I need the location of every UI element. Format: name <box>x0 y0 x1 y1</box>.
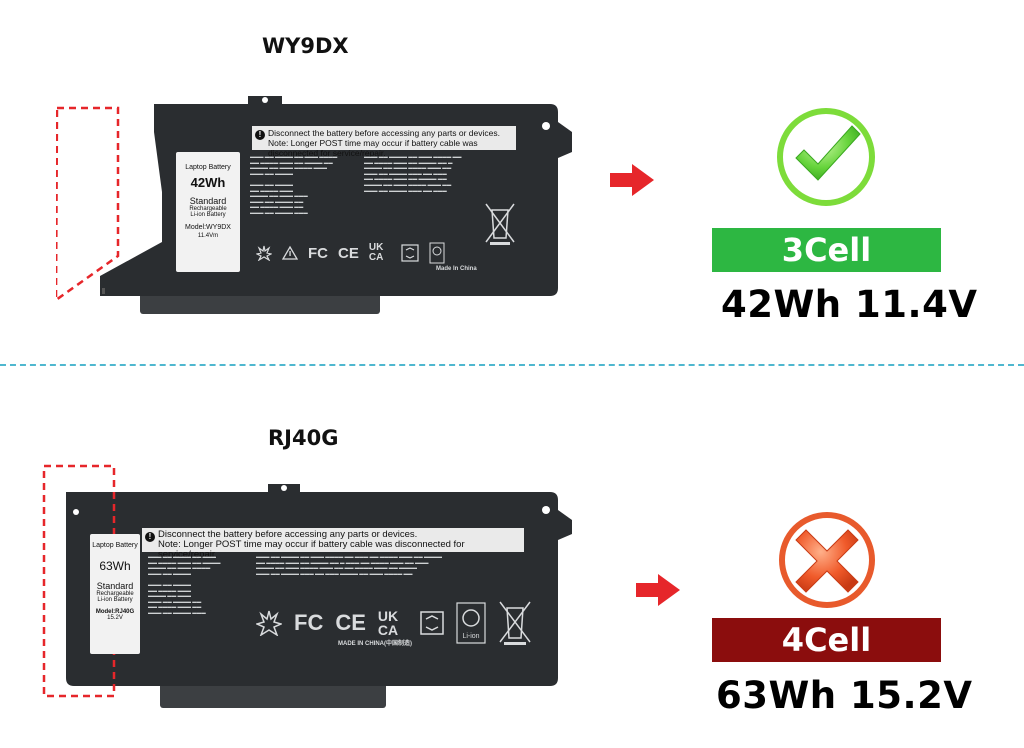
top-highlight-frame <box>56 106 120 302</box>
bottom-fire-warning-icon <box>256 610 282 636</box>
top-warning-text: Disconnect the battery before accessing … <box>268 128 500 138</box>
bottom-fine-print-right: ▬▬▬ ▬▬ ▬▬▬▬ ▬▬ ▬▬▬ ▬▬▬▬ ▬▬ ▬▬▬ ▬▬ ▬▬▬▬ ▬… <box>256 554 443 576</box>
top-warning-note: Note: Longer POST time may occur if batt… <box>268 138 478 158</box>
bottom-spec-text: 63Wh 15.2V <box>716 674 973 717</box>
bottom-cert-row: FC CE UK CA Li-ion <box>256 600 532 646</box>
top-panel-line1: Laptop Battery <box>185 164 231 171</box>
bottom-made-in: MADE IN CHINA(中国制造) <box>338 641 412 647</box>
liion-recycle-icon <box>429 242 445 264</box>
bottom-liion-recycle-icon: Li-ion <box>456 602 486 644</box>
svg-text:Li-ion: Li-ion <box>462 633 479 640</box>
bottom-arrow-icon <box>636 574 680 606</box>
bottom-panel-rechargeable: Rechargeable <box>96 591 134 597</box>
warning-triangle-icon <box>282 245 298 260</box>
top-panel-capacity: 42Wh <box>190 175 226 190</box>
top-arrow-icon <box>610 164 654 196</box>
top-cert-row: FC CE UK CA <box>256 242 445 264</box>
top-panel-liion: Li-ion Battery <box>190 212 226 218</box>
top-panel-rechargeable: Rechargeable <box>189 206 227 212</box>
bottom-ce-cert: CE <box>335 610 366 635</box>
bottom-panel-capacity: 63Wh <box>99 559 131 573</box>
bottom-panel-voltage: 15.2V <box>107 615 123 621</box>
crossed-bin-icon <box>485 203 515 245</box>
bottom-fine-print-left: ▬▬▬ ▬▬ ▬▬▬▬ ▬▬ ▬▬▬▬▬ ▬▬▬▬ ▬▬▬ ▬▬ ▬▬▬▬▬▬▬… <box>148 554 221 615</box>
bottom-panel-model: Model:RJ40G <box>95 609 135 615</box>
bottom-warning-icon: ! <box>145 532 155 542</box>
fire-warning-icon <box>256 245 272 261</box>
bottom-battery-image: ! Disconnect the battery before accessin… <box>42 464 584 714</box>
bottom-panel-liion: Li-ion Battery <box>97 597 133 603</box>
bottom-warning-text: Disconnect the battery before accessing … <box>158 529 418 540</box>
bottom-panel-line1: Laptop Battery <box>92 542 138 549</box>
top-panel-standard: Standard <box>189 196 227 206</box>
bottom-warning-note: Note: Longer POST time may occur if batt… <box>158 539 465 560</box>
top-panel-model: Model:WY9DX <box>185 224 231 231</box>
bottom-cell-badge: 4Cell <box>712 618 941 662</box>
top-fine-print-left: ▬▬▬ ▬▬ ▬▬▬▬ ▬▬ ▬▬▬ ▬▬▬▬▬▬ ▬▬▬▬ ▬▬▬ ▬▬ ▬▬… <box>250 154 338 215</box>
top-battery-image: ! Disconnect the battery before accessin… <box>56 92 572 324</box>
top-warning-bar: ! Disconnect the battery before accessin… <box>252 126 516 158</box>
top-spec-text: 42Wh 11.4V <box>721 283 978 326</box>
ce-cert: CE <box>338 244 359 262</box>
top-warning-icon: ! <box>255 130 265 140</box>
bottom-ukca-cert: UK CA <box>377 608 399 638</box>
section-divider <box>0 364 1024 366</box>
top-label-panel: Laptop Battery 42Wh Standard Rechargeabl… <box>176 152 240 272</box>
top-fine-print-right: ▬▬▬ ▬▬ ▬▬▬▬ ▬▬ ▬▬▬ ▬▬▬▬ ▬▬▬▬ ▬▬▬▬ ▬▬▬ ▬▬… <box>364 154 462 193</box>
cross-icon <box>779 512 875 608</box>
top-made-in: Made In China <box>436 266 477 272</box>
bottom-crossed-bin-icon <box>499 601 531 645</box>
bottom-warning-bar: ! Disconnect the battery before accessin… <box>142 528 524 560</box>
top-cell-badge: 3Cell <box>712 228 941 272</box>
bottom-model-title: RJ40G <box>268 426 339 450</box>
bottom-fc-cert: FC <box>294 610 324 635</box>
recycle-box-icon <box>401 244 419 262</box>
fc-cert: FC <box>308 244 328 262</box>
check-icon <box>777 108 875 206</box>
top-model-title: WY9DX <box>262 34 349 58</box>
ukca-cert: UK CA <box>368 242 384 263</box>
bottom-label-panel: Laptop Battery 63Wh Standard Rechargeabl… <box>90 534 140 654</box>
top-panel-voltage: 11.4Vm <box>197 233 219 239</box>
bottom-recycle-box-icon <box>420 611 444 635</box>
bottom-panel-standard: Standard <box>96 581 134 591</box>
